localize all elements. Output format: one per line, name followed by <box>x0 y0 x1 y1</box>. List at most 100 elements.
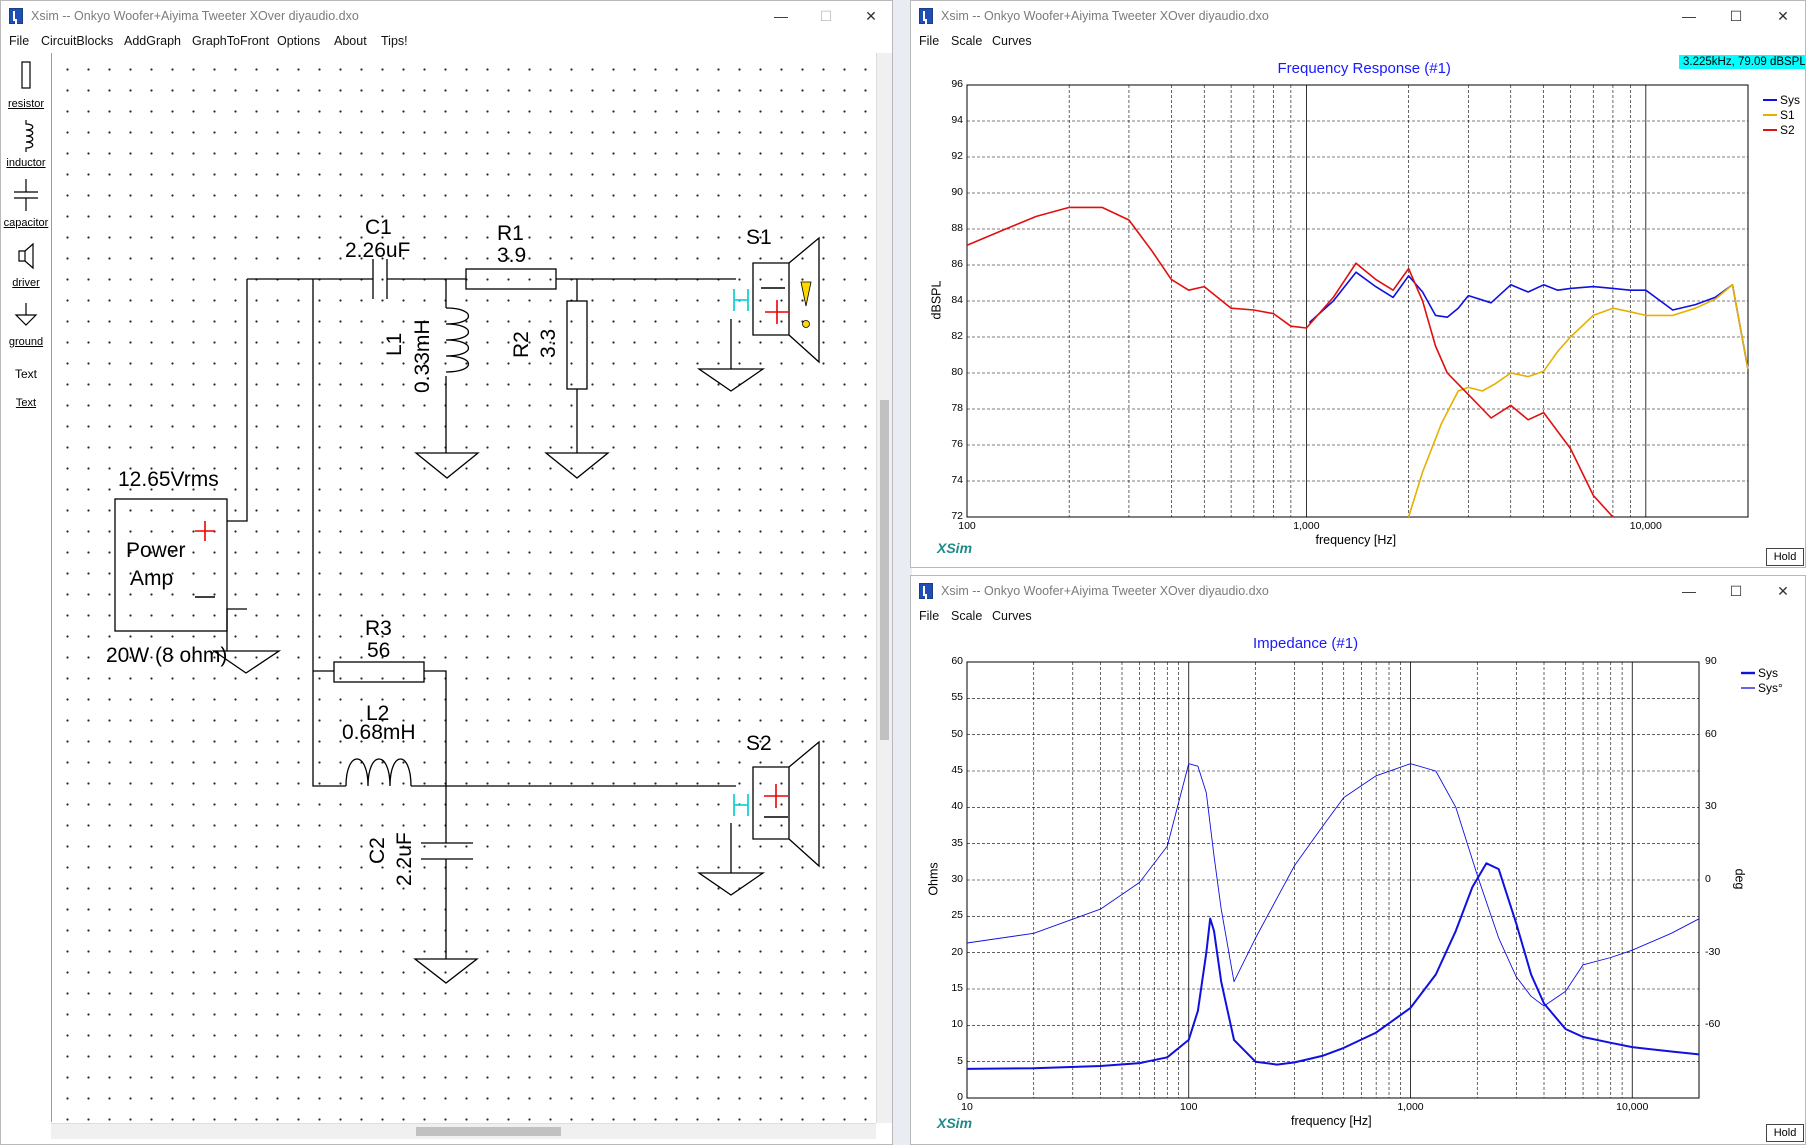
menu-graph-to-front[interactable]: GraphToFront <box>192 34 270 48</box>
gridlines <box>966 84 1749 518</box>
horizontal-scrollbar[interactable] <box>51 1123 876 1139</box>
ground-c2 <box>413 958 479 984</box>
menu-tips[interactable]: Tips! <box>381 34 408 48</box>
chart-plot[interactable] <box>911 628 1806 1145</box>
ground-tool-icon[interactable] <box>1 301 51 329</box>
series-line-2 <box>966 206 1614 518</box>
x-tick-label: 10,000 <box>1629 520 1662 532</box>
menu-options[interactable]: Options <box>277 34 321 48</box>
y-tick-label: 90 <box>951 186 963 198</box>
power-amp-block[interactable] <box>114 498 228 632</box>
frequency-response-window: Xsim -- Onkyo Woofer+Aiyima Tweeter XOve… <box>910 0 1806 568</box>
driver-tool-icon[interactable] <box>1 241 51 271</box>
chart-title: Impedance (#1) <box>1253 635 1359 652</box>
hold-button[interactable]: Hold <box>1766 1124 1804 1142</box>
maximize-icon[interactable]: ☐ <box>1729 583 1743 599</box>
menu-file[interactable]: File <box>919 609 940 623</box>
schematic-window: Xsim -- Onkyo Woofer+Aiyima Tweeter XOve… <box>0 0 893 1145</box>
minimize-icon[interactable]: — <box>1682 8 1696 24</box>
ground-s2 <box>696 872 766 896</box>
xsim-app-icon <box>919 583 933 599</box>
menu-circuit-blocks[interactable]: CircuitBlocks <box>41 34 114 48</box>
tool-label-text[interactable]: Text <box>15 397 37 409</box>
series-line-1 <box>966 763 1700 1007</box>
menu-file[interactable]: File <box>9 34 30 48</box>
vertical-scroll-thumb[interactable] <box>880 400 889 740</box>
hold-button[interactable]: Hold <box>1766 548 1804 566</box>
series-line-0 <box>1308 271 1749 370</box>
inductor-l1[interactable] <box>445 307 469 373</box>
resistor-r1[interactable] <box>465 268 557 290</box>
menu-about[interactable]: About <box>334 34 367 48</box>
y-tick-label: 5 <box>957 1054 963 1067</box>
capacitor-tool-icon[interactable] <box>1 177 51 213</box>
menu-curves[interactable]: Curves <box>992 34 1032 48</box>
capacitor-c2[interactable] <box>421 836 473 866</box>
xsim-app-icon <box>9 8 23 24</box>
maximize-icon[interactable]: ☐ <box>1729 8 1743 24</box>
window-title: Xsim -- Onkyo Woofer+Aiyima Tweeter XOve… <box>31 9 359 23</box>
resistor-tool-icon[interactable] <box>1 59 51 93</box>
r1-name: R1 <box>497 222 524 245</box>
tool-label-resistor[interactable]: resistor <box>7 98 45 110</box>
menu-file[interactable]: File <box>919 34 940 48</box>
speaker-s1[interactable] <box>733 236 820 364</box>
y2-tick-label: 90 <box>1705 655 1717 667</box>
menu-bar: File Scale Curves <box>911 606 1805 628</box>
schematic-canvas[interactable] <box>51 53 874 1122</box>
minimize-icon[interactable]: — <box>1682 583 1696 599</box>
y-tick-label: 15 <box>951 982 963 994</box>
title-bar: Xsim -- Onkyo Woofer+Aiyima Tweeter XOve… <box>1 1 892 31</box>
amp-label-line2: Amp <box>130 567 173 590</box>
c1-name: C1 <box>365 216 392 239</box>
y-tick-label: 88 <box>951 222 963 234</box>
x-tick-label: 10 <box>961 1101 973 1113</box>
close-icon[interactable]: ✕ <box>865 8 877 24</box>
schematic-drawing: C1 2.26uF R1 3.9 S1 L1 0.33mH R2 3.3 12.… <box>106 216 820 984</box>
y-tick-label: 40 <box>951 800 963 813</box>
horizontal-scroll-thumb[interactable] <box>416 1127 561 1136</box>
tool-label-inductor[interactable]: inductor <box>6 157 46 169</box>
inductor-l2[interactable] <box>345 758 412 787</box>
r2-value: 3.3 <box>537 329 560 358</box>
minimize-icon[interactable]: — <box>774 8 788 24</box>
resistor-r2[interactable] <box>566 300 588 390</box>
y-tick-label: 35 <box>951 836 963 849</box>
impedance-window: Xsim -- Onkyo Woofer+Aiyima Tweeter XOve… <box>910 575 1806 1145</box>
y-tick-label: 55 <box>951 691 963 704</box>
capacitor-c1[interactable] <box>366 259 389 299</box>
x-tick-label: 1,000 <box>1293 520 1320 532</box>
speaker-s2[interactable] <box>733 740 820 868</box>
close-icon[interactable]: ✕ <box>1777 583 1789 599</box>
close-icon[interactable]: ✕ <box>1777 8 1789 24</box>
y-tick-label: 72 <box>951 510 963 522</box>
menu-scale[interactable]: Scale <box>951 609 983 623</box>
y-tick-label: 86 <box>951 258 963 270</box>
y2-tick-label: 0 <box>1705 873 1711 885</box>
menu-add-graph[interactable]: AddGraph <box>124 34 181 48</box>
text-tool-icon[interactable]: Text <box>14 367 37 381</box>
legend-item: Sys <box>1780 93 1801 107</box>
menu-scale[interactable]: Scale <box>951 34 983 48</box>
title-bar: Xsim -- Onkyo Woofer+Aiyima Tweeter XOve… <box>911 1 1805 31</box>
xsim-app-icon <box>919 8 933 24</box>
resistor-r3[interactable] <box>333 661 425 683</box>
desktop-background <box>890 0 912 1145</box>
title-bar: Xsim -- Onkyo Woofer+Aiyima Tweeter XOve… <box>911 576 1805 606</box>
vertical-scrollbar[interactable] <box>876 53 892 1123</box>
menu-bar: File CircuitBlocks AddGraph GraphToFront… <box>1 31 892 53</box>
component-toolbox: resistor inductor capacitor driver groun… <box>1 53 51 1143</box>
menu-bar: File Scale Curves <box>911 31 1805 53</box>
inductor-tool-icon[interactable] <box>1 119 51 153</box>
menu-curves[interactable]: Curves <box>992 609 1032 623</box>
y-tick-label: 50 <box>951 727 963 740</box>
maximize-icon[interactable]: ☐ <box>819 8 833 24</box>
tool-label-ground[interactable]: ground <box>8 336 44 348</box>
x-axis-label: frequency [Hz] <box>1291 1114 1372 1128</box>
tool-label-driver[interactable]: driver <box>12 277 40 289</box>
tool-label-capacitor[interactable]: capacitor <box>3 217 49 229</box>
chart-plot[interactable] <box>911 53 1806 568</box>
c2-value: 2.2uF <box>393 832 416 886</box>
